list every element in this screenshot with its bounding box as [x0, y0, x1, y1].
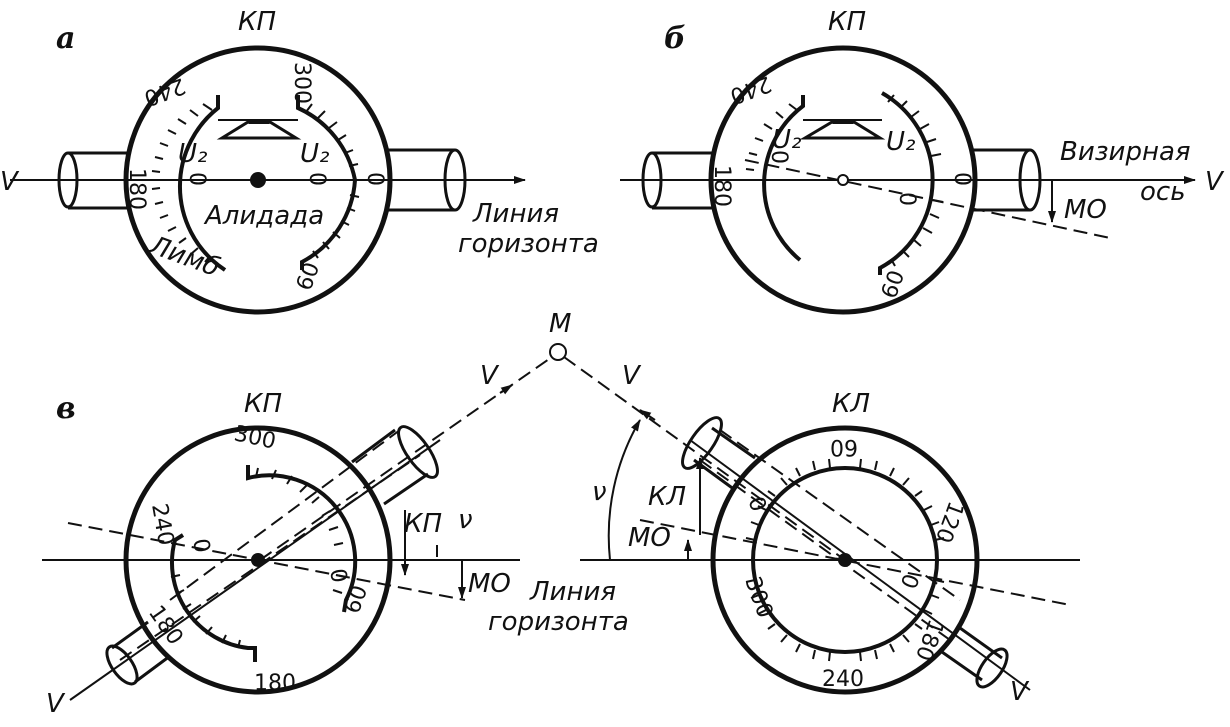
panel-c-right-instrument: КЛ 60 120 300 240 180 0	[580, 389, 1080, 707]
panel-c-left-telescope-upper	[351, 425, 439, 506]
panel-c-right-scale-0b: 0	[895, 570, 923, 592]
target-point-m	[549, 343, 567, 361]
panel-c-right-scale-120: 120	[930, 498, 968, 546]
panel-b-sight-label-1: Визирная	[1060, 137, 1191, 167]
panel-b-scale-0-left: 0	[766, 150, 791, 164]
panel-b-limb-left-ticks	[745, 103, 798, 171]
panel-c: в M V V КП	[42, 309, 1080, 719]
panel-c-left-telescope-lower	[105, 620, 171, 686]
panel-c-right-limb-ticks	[745, 458, 945, 662]
panel-c-left-telescope-dash-1	[169, 429, 401, 601]
panel-b-u2-right: U₂	[886, 127, 915, 157]
panel-b-scale-0-edge: 0	[949, 172, 974, 186]
panel-b-limb-right-ticks	[887, 94, 944, 267]
panel-c-kl-small: КЛ	[648, 482, 686, 512]
panel-b-u2-left: U₂	[772, 125, 801, 155]
panel-c-sightline-left-arrow	[499, 384, 513, 395]
panel-a-horizon-label-2: горизонта	[458, 229, 599, 259]
panel-a-level-vial	[216, 119, 302, 140]
panel-b-letter: б	[664, 21, 686, 56]
panel-a-u2-left: U₂	[178, 139, 207, 169]
panel-c-left-scale-180b: 180	[254, 671, 296, 696]
panel-c-horizon-label-1: Линия	[529, 577, 616, 607]
panel-a-limb-label: Лимб	[145, 230, 224, 283]
panel-c-right-outer-circle	[710, 425, 980, 695]
panel-a-v-label: V	[0, 167, 20, 197]
panel-b-center	[837, 174, 849, 186]
panel-c-kp-label: КП	[244, 389, 282, 419]
panel-c-right-telescope-lower	[941, 626, 1009, 689]
panel-c-right-scale-60: 60	[830, 434, 858, 459]
panel-a-scale-0-right: 0	[304, 172, 329, 186]
panel-b-limb-right-arc	[878, 91, 935, 275]
panel-a-horizon-label-1: Линия	[472, 199, 559, 229]
panel-a-u2-right: U₂	[300, 139, 329, 169]
panel-b-v-label: V	[1205, 167, 1225, 197]
panel-c-left-limb-lower-ticks	[170, 574, 241, 649]
panel-a: а КП U₂ U₂ 240 300 180	[0, 7, 599, 315]
panel-b-scale-180: 180	[709, 165, 734, 207]
panel-c-nu-right: ν	[592, 477, 607, 507]
panel-b-level-vial	[799, 119, 886, 140]
panel-c-left-limb-arc	[246, 465, 358, 613]
panel-c-right-scale-180: 180	[910, 616, 948, 664]
panel-c-right-telescope-dash-2	[699, 459, 951, 641]
target-m-label: M	[549, 309, 571, 339]
panel-c-right-telescope-axis	[689, 439, 1031, 691]
panel-b-kp-label: КП	[828, 7, 866, 37]
panel-c-right-telescope-upper	[681, 416, 756, 492]
panel-a-scale-0-left: 0	[184, 172, 209, 186]
panel-c-v-bottom-left: V	[46, 689, 66, 719]
panel-b-limb-left-arc	[762, 95, 805, 262]
panel-c-left-scale-180a: 180	[143, 601, 188, 650]
panel-c-v-top-left: V	[480, 361, 500, 391]
panel-c-right-nu-arc	[607, 419, 641, 561]
panel-c-right-scale-300: 300	[739, 574, 777, 622]
panel-b: б КП U₂ U₂ 240 180 0 0 0 60 МО	[620, 7, 1225, 315]
panel-c-left-center-dot	[251, 553, 265, 567]
panel-a-letter: а	[56, 21, 75, 56]
panel-b-scale-0-right: 0	[894, 192, 919, 206]
panel-c-right-center-dot	[838, 553, 852, 567]
panel-c-v-bottom-right: V	[1010, 677, 1030, 707]
panel-c-kp-small: КП	[404, 509, 442, 539]
panel-c-horizon-label-2: горизонта	[488, 607, 629, 637]
panel-a-center-dot	[250, 172, 266, 188]
panel-c-left-limb-lower-arc	[169, 533, 257, 662]
panel-a-kp-label: КП	[238, 7, 276, 37]
panel-c-mo-right: МО	[628, 523, 671, 553]
panel-a-scale-180: 180	[124, 168, 149, 210]
panel-a-limb-right-ticks	[305, 103, 360, 259]
panel-c-left-limb-ticks	[255, 467, 346, 594]
panel-c-left-scale-0b: 0	[324, 567, 351, 585]
panel-a-limb-left-ticks	[151, 103, 213, 263]
panel-a-scale-0-edge: 0	[362, 172, 387, 186]
panel-c-right-scale-240: 240	[822, 667, 864, 692]
panel-c-left-outer-circle	[123, 425, 393, 695]
panel-c-left-instrument: КП 300 240 0	[42, 389, 629, 719]
panel-c-left-telescope-axis	[69, 439, 441, 701]
panel-a-scale-60: 60	[292, 259, 325, 294]
panel-b-scale-240: 240	[726, 70, 774, 108]
panel-b-sight-label-2: ось	[1140, 177, 1186, 207]
panel-a-limb-right-arc	[296, 95, 358, 270]
panel-b-mo-label: МО	[1064, 195, 1107, 225]
panel-a-scale-240: 240	[140, 72, 188, 110]
panel-c-left-scale-240: 240	[146, 502, 178, 548]
panel-a-alidada-label: Алидада	[203, 201, 324, 231]
panel-c-left-scale-0a: 0	[187, 537, 214, 555]
panel-c-v-top-right: V	[622, 361, 642, 391]
panel-c-nu-left: ν	[458, 505, 473, 535]
panel-c-right-inner-circle	[751, 466, 939, 654]
panel-c-kl-label: КЛ	[832, 389, 870, 419]
panel-c-sightline-right-arrow	[639, 409, 656, 421]
panel-c-letter: в	[56, 391, 76, 426]
panel-a-scale-300: 300	[289, 62, 314, 104]
panel-c-mo-left: МО	[468, 569, 511, 599]
panel-a-limb-left-arc	[177, 95, 227, 272]
panel-b-sight-axis	[744, 159, 1111, 239]
